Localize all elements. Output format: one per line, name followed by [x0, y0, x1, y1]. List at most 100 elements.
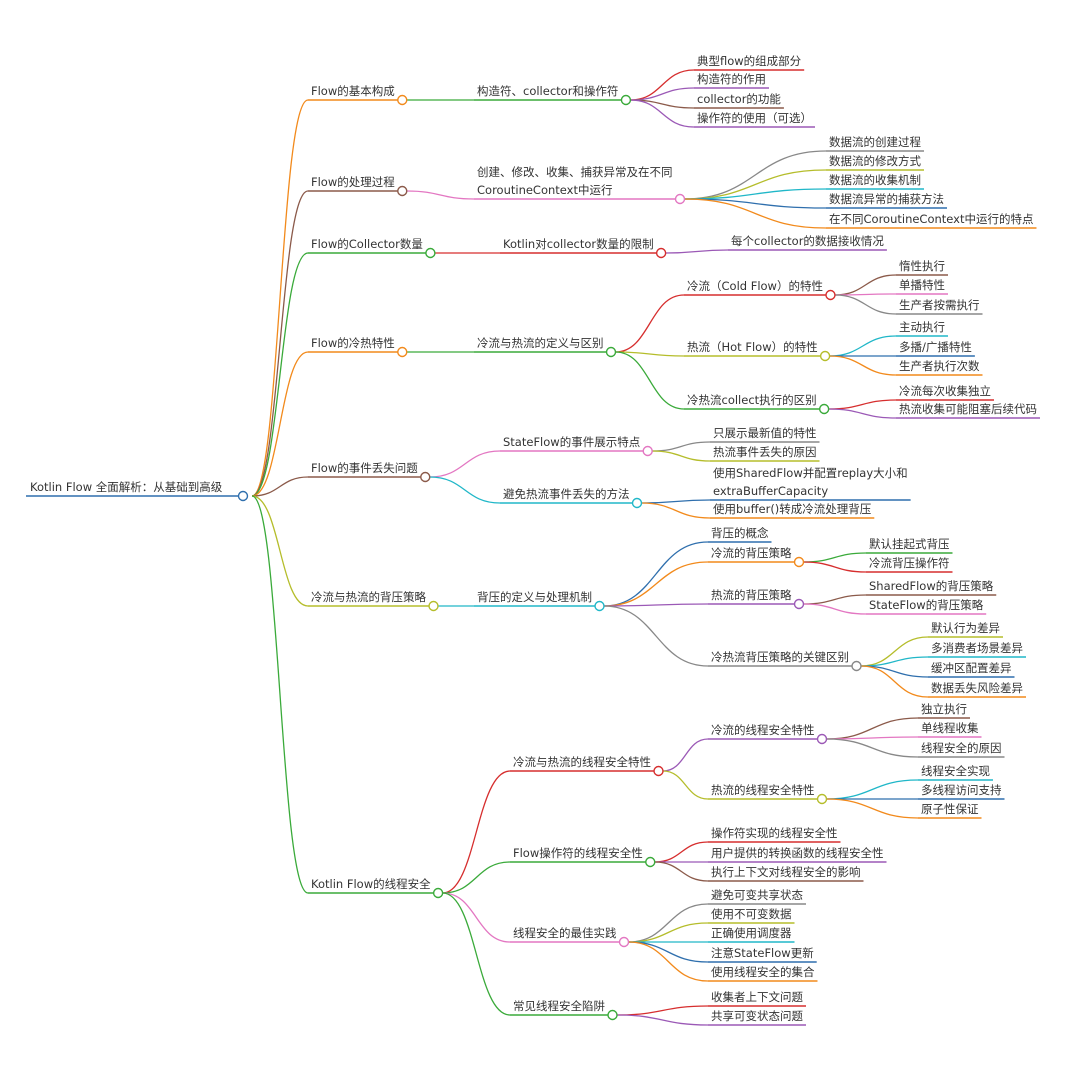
edge-冷流的背压策略	[603, 561, 709, 607]
edge-Flow操作符的线程安全性	[442, 861, 511, 894]
edge-数据流的创建过程	[684, 150, 827, 200]
edge-冷流的线程安全特性	[662, 738, 709, 772]
node-冷热流collect执行的区别-label: 冷热流collect执行的区别	[687, 393, 817, 407]
node-构造符-collector和操作符-toggle[interactable]	[620, 94, 632, 106]
edge-主动执行	[829, 335, 897, 357]
node-Flow的事件丢失问题-label: Flow的事件丢失问题	[311, 461, 418, 475]
edge-避免热流事件丢失的方法	[429, 476, 501, 504]
edge-生产者执行次数	[829, 355, 897, 376]
edge-热流的线程安全特性	[662, 770, 709, 800]
edge-使用SharedFlow并配置replay大小和	[641, 499, 711, 504]
node-冷流的线程安全特性-label: 冷流的线程安全特性	[711, 723, 815, 737]
edge-避免可变共享状态	[628, 903, 709, 943]
node-多线程访问支持-label: 多线程访问支持	[921, 783, 1002, 797]
node-默认行为差异-label: 默认行为差异	[931, 621, 1000, 635]
edge-共享可变状态问题	[616, 1014, 709, 1026]
edge-在不同CoroutineContext中运行的特点	[684, 198, 827, 229]
node-多消费者场景差异-label: 多消费者场景差异	[931, 641, 1023, 655]
node-创建-修改-收集-捕获异常及在不同-label-line2: CoroutineContext中运行	[477, 183, 612, 197]
node-冷流与热流的背压策略-toggle[interactable]	[428, 600, 439, 612]
edge-Kotlin-Flow的线程安全	[251, 495, 309, 894]
node-Kotlin-Flow的线程安全-label: Kotlin Flow的线程安全	[311, 877, 431, 891]
node-冷流的背压策略-toggle[interactable]	[793, 556, 805, 568]
edge-默认挂起式背压	[803, 552, 867, 563]
node-Flow的Collector数量-toggle[interactable]	[425, 247, 436, 259]
edge-热流的背压策略	[603, 603, 709, 607]
edge-构造符的作用	[630, 87, 695, 101]
node-Flow的Collector数量-label: Flow的Collector数量	[311, 237, 423, 251]
node-数据流异常的捕获方法-label: 数据流异常的捕获方法	[829, 192, 944, 206]
node-Kotlin对collector数量的限制-toggle[interactable]	[655, 247, 667, 259]
node-冷流的背压策略-label: 冷流的背压策略	[711, 546, 792, 560]
node-原子性保证-label: 原子性保证	[921, 802, 979, 816]
node-Flow的处理过程-toggle[interactable]	[397, 185, 408, 197]
node-Flow的事件丢失问题-toggle[interactable]	[420, 471, 431, 483]
edge-生产者按需执行	[834, 294, 897, 315]
edge-线程安全实现	[826, 779, 919, 800]
node-避免热流事件丢失的方法-toggle[interactable]	[631, 497, 643, 509]
node-使用SharedFlow并配置replay大小和-label-line2: extraBufferCapacity	[713, 484, 828, 498]
edge-数据流异常的捕获方法	[684, 198, 827, 209]
node-热流的线程安全特性-toggle[interactable]	[816, 793, 828, 805]
edge-数据丢失风险差异	[860, 665, 929, 698]
node-StateFlow的背压策略-label: StateFlow的背压策略	[869, 598, 984, 612]
root-title: Kotlin Flow 全面解析：从基础到高级	[30, 480, 223, 494]
edge-冷流与热流的线程安全特性	[442, 770, 511, 894]
node-线程安全的最佳实践-label: 线程安全的最佳实践	[513, 926, 617, 940]
node-冷流与热流的定义与区别-toggle[interactable]	[605, 346, 617, 358]
edge-收集者上下文问题	[616, 1005, 709, 1016]
node-背压的定义与处理机制-toggle[interactable]	[594, 600, 605, 612]
node-冷热流collect执行的区别-toggle[interactable]	[818, 403, 830, 415]
node-避免热流事件丢失的方法-label: 避免热流事件丢失的方法	[503, 487, 630, 501]
node-Flow的基本构成-toggle[interactable]	[397, 94, 408, 106]
node-在不同CoroutineContext中运行的特点-label: 在不同CoroutineContext中运行的特点	[829, 212, 1033, 226]
edge-操作符的使用-可选	[630, 99, 695, 128]
node-冷流与热流的线程安全特性-toggle[interactable]	[653, 765, 664, 777]
edge-Flow的Collector数量	[251, 252, 309, 497]
edge-StateFlow的背压策略	[803, 603, 867, 615]
node-缓冲区配置差异-label: 缓冲区配置差异	[931, 661, 1012, 675]
edge-数据流的修改方式	[684, 169, 827, 200]
node-热流-Hot-Flow-的特性-label: 热流（Hot Flow）的特性	[687, 340, 818, 354]
edge-典型flow的组成部分	[630, 69, 695, 101]
edge-Flow的处理过程	[251, 190, 309, 497]
edge-每个collector的数据接收情况	[665, 249, 729, 254]
edge-SharedFlow的背压策略	[803, 594, 867, 605]
node-构造符的作用-label: 构造符的作用	[697, 72, 766, 86]
node-线程安全的最佳实践-toggle[interactable]	[618, 936, 630, 948]
node-热流-Hot-Flow-的特性-toggle[interactable]	[819, 350, 831, 362]
node-惰性执行-label: 惰性执行	[899, 259, 945, 273]
edge-冷流与热流的背压策略	[251, 495, 309, 607]
node-典型flow的组成部分-label: 典型flow的组成部分	[697, 54, 802, 68]
node-使用SharedFlow并配置replay大小和-label: 使用SharedFlow并配置replay大小和	[713, 466, 908, 480]
node-热流的背压策略-toggle[interactable]	[793, 598, 805, 610]
node-生产者按需执行-label: 生产者按需执行	[899, 298, 980, 312]
node-Flow操作符的线程安全性-toggle[interactable]	[645, 856, 656, 868]
node-数据流的创建过程-label: 数据流的创建过程	[829, 135, 921, 149]
edge-使用线程安全的集合	[628, 941, 709, 982]
node-多播-广播特性-label: 多播/广播特性	[899, 340, 972, 354]
node-热流收集可能阻塞后续代码-label: 热流收集可能阻塞后续代码	[899, 402, 1037, 416]
node-线程安全实现-label: 线程安全实现	[921, 764, 990, 778]
node-Kotlin-Flow的线程安全-toggle[interactable]	[432, 887, 444, 899]
node-冷热流背压策略的关键区别-toggle[interactable]	[851, 660, 862, 672]
root-toggle[interactable]	[237, 490, 249, 502]
node-冷流与热流的线程安全特性-label: 冷流与热流的线程安全特性	[513, 755, 651, 769]
node-StateFlow的事件展示特点-toggle[interactable]	[642, 445, 653, 457]
edge-热流-Hot-Flow-的特性	[615, 351, 685, 357]
edge-冷流背压操作符	[803, 561, 867, 573]
edge-操作符实现的线程安全性	[654, 841, 709, 863]
edge-常见线程安全陷阱	[442, 892, 511, 1016]
node-使用buffer-转成冷流处理背压-label: 使用buffer()转成冷流处理背压	[713, 502, 871, 516]
node-冷流-Cold-Flow-的特性-toggle[interactable]	[825, 289, 836, 301]
node-创建-修改-收集-捕获异常及在不同-toggle[interactable]	[674, 193, 686, 205]
node-Flow的冷热特性-toggle[interactable]	[397, 346, 408, 358]
node-数据流的修改方式-label: 数据流的修改方式	[829, 154, 921, 168]
node-冷流的线程安全特性-toggle[interactable]	[816, 733, 828, 745]
edge-StateFlow的事件展示特点	[429, 450, 501, 478]
node-数据流的收集机制-label: 数据流的收集机制	[829, 173, 921, 187]
node-背压的定义与处理机制-label: 背压的定义与处理机制	[477, 590, 592, 604]
node-单播特性-label: 单播特性	[899, 278, 945, 292]
node-常见线程安全陷阱-toggle[interactable]	[607, 1009, 618, 1021]
edge-使用不可变数据	[628, 922, 709, 943]
